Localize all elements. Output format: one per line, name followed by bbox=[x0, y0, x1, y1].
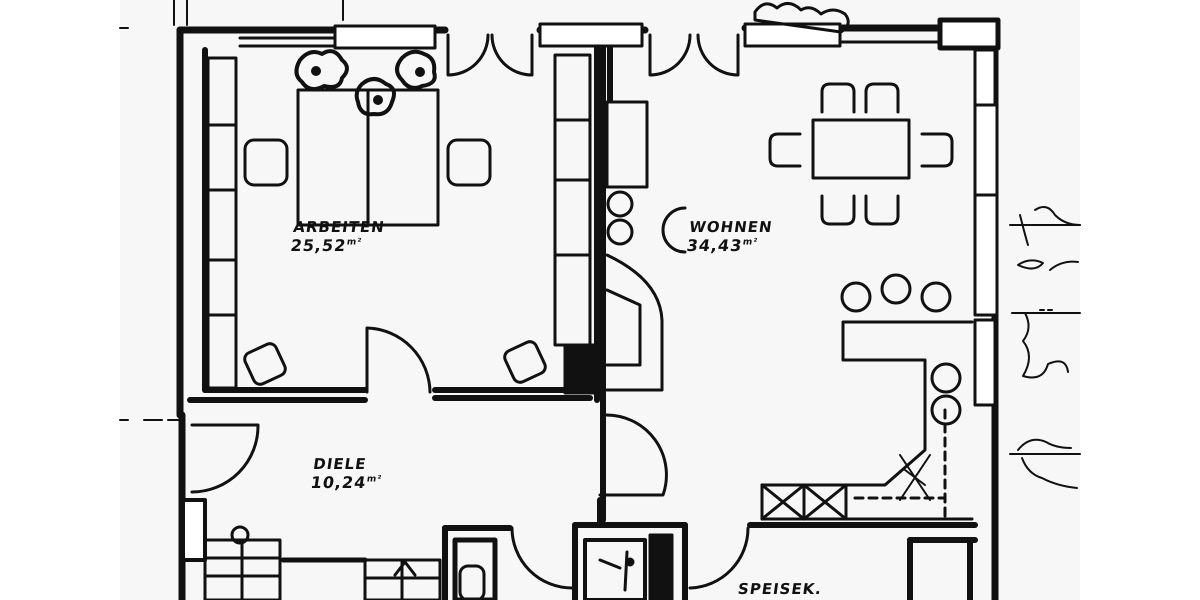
wohnen-furniture bbox=[563, 82, 974, 522]
window-sills bbox=[173, 0, 1001, 407]
area-unit: m² bbox=[742, 237, 759, 248]
bath-fixtures bbox=[452, 533, 674, 600]
room-name: SPEISEK. bbox=[736, 580, 824, 598]
staircase bbox=[181, 498, 442, 600]
interior-walls bbox=[187, 45, 978, 600]
room-name: ARBEITEN bbox=[292, 218, 387, 236]
room-area: 10,24m² bbox=[309, 473, 383, 492]
outer-walls bbox=[176, 24, 999, 600]
area-value: 10,24 bbox=[309, 473, 368, 492]
area-value: 34,43 bbox=[685, 236, 744, 255]
room-label-diele: DIELE 10,24m² bbox=[309, 455, 385, 492]
area-unit: m² bbox=[366, 474, 383, 485]
room-label-speisek: SPEISEK. bbox=[737, 580, 824, 598]
exterior-plants bbox=[753, 2, 1081, 489]
room-label-wohnen: WOHNEN 34,43m² bbox=[685, 218, 773, 255]
area-unit: m² bbox=[346, 237, 363, 248]
area-value: 25,52 bbox=[289, 236, 348, 255]
arbeiten-furniture bbox=[206, 49, 592, 390]
section-marks bbox=[119, 27, 181, 421]
room-area: 25,52m² bbox=[289, 236, 383, 255]
room-label-arbeiten: ARBEITEN 25,52m² bbox=[289, 218, 386, 255]
room-name: WOHNEN bbox=[688, 218, 774, 236]
room-area: 34,43m² bbox=[685, 236, 771, 255]
doors bbox=[190, 33, 750, 590]
room-name: DIELE bbox=[312, 455, 368, 473]
